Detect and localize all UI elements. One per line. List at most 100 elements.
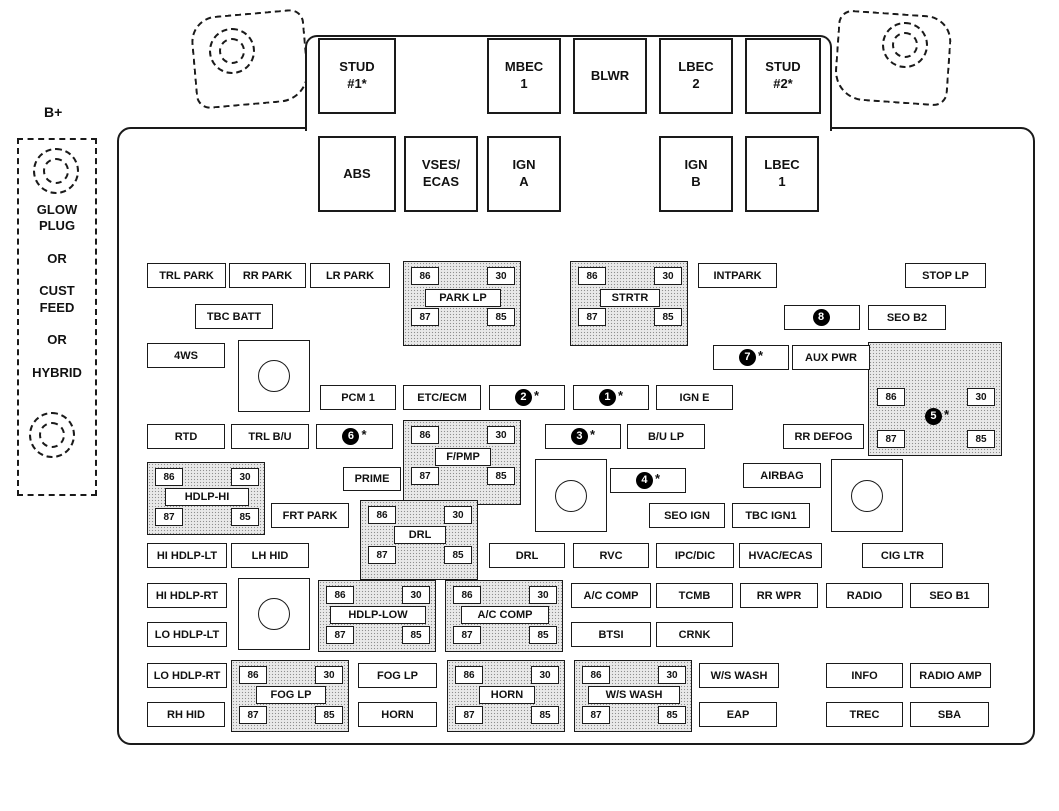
bplus-label: B+ xyxy=(44,104,63,120)
fuse-sba: SBA xyxy=(910,702,989,727)
fuse-8: 8 xyxy=(784,305,860,330)
bolt-circle-outer-right-icon xyxy=(882,22,928,68)
terminal-87: 87 xyxy=(326,626,354,644)
relay-label-horn: HORN xyxy=(479,686,535,704)
relay-park-lp: 86 30 PARK LP 87 85 xyxy=(403,261,521,346)
fuse-ac-comp: A/C COMP xyxy=(571,583,651,608)
terminal-30: 30 xyxy=(487,426,515,444)
fuse-2: 2 * xyxy=(489,385,565,410)
terminal-85: 85 xyxy=(315,706,343,724)
fuse-airbag: AIRBAG xyxy=(743,463,821,488)
terminal-87: 87 xyxy=(455,706,483,724)
fuse-6-number-badge: 6 xyxy=(342,428,360,445)
fuse-prime: PRIME xyxy=(343,467,401,491)
fuse-1-asterisk: * xyxy=(617,388,624,403)
terminal-30: 30 xyxy=(531,666,559,684)
bplus-stud-outer-top-icon xyxy=(33,148,79,194)
terminal-85: 85 xyxy=(444,546,472,564)
fuse-ws-wash: W/S WASH xyxy=(699,663,779,688)
fuse-3: 3 * xyxy=(545,424,621,449)
fuse-ipc-dic: IPC/DIC xyxy=(656,543,734,568)
bplus-stud-inner-top-icon xyxy=(43,158,69,184)
terminal-85: 85 xyxy=(531,706,559,724)
relay-5-number-badge: 5 xyxy=(924,407,942,425)
fuse-info: INFO xyxy=(826,663,903,688)
fuse-rr-wpr: RR WPR xyxy=(740,583,818,608)
relay-label-hdlp-hi: HDLP-HI xyxy=(165,488,249,506)
terminal-30: 30 xyxy=(487,267,515,285)
relay-socket-3 xyxy=(831,459,903,532)
relay-fog-lp: 86 30 FOG LP 87 85 xyxy=(231,660,349,732)
terminal-30: 30 xyxy=(231,468,259,486)
terminal-86: 86 xyxy=(411,267,439,285)
relay-label-ac-comp: A/C COMP xyxy=(461,606,549,624)
fuse-seo-b2: SEO B2 xyxy=(868,305,946,330)
fuse-aux-pwr: AUX PWR xyxy=(792,345,870,370)
maxi-fuse-mbec1: MBEC 1 xyxy=(487,38,561,114)
relay-5-badge: 5 * xyxy=(909,405,965,427)
fuse-1-number-badge: 1 xyxy=(598,389,616,406)
maxi-fuse-ign-a: IGN A xyxy=(487,136,561,212)
terminal-86: 86 xyxy=(578,267,606,285)
fuse-lo-hdlp-rt: LO HDLP-RT xyxy=(147,663,227,688)
bolt-circle-inner-right-icon xyxy=(892,32,918,58)
terminal-86: 86 xyxy=(582,666,610,684)
fuse-eap: EAP xyxy=(699,702,777,727)
terminal-86: 86 xyxy=(411,426,439,444)
fuse-rr-defog: RR DEFOG xyxy=(783,424,864,449)
feed-options-text: GLOW PLUG OR CUST FEED OR HYBRID xyxy=(32,202,82,380)
terminal-85: 85 xyxy=(487,467,515,485)
fuse-tbc-batt: TBC BATT xyxy=(195,304,273,329)
relay-fuel-pump: 86 30 F/PMP 87 85 xyxy=(403,420,521,505)
terminal-87: 87 xyxy=(239,706,267,724)
relay-label-ws-wash: W/S WASH xyxy=(588,686,680,704)
fuse-tbc-ign1: TBC IGN1 xyxy=(732,503,810,528)
terminal-87: 87 xyxy=(453,626,481,644)
relay-hdlp-low: 86 30 HDLP-LOW 87 85 xyxy=(318,580,436,652)
terminal-85: 85 xyxy=(967,430,995,448)
maxi-fuse-blwr: BLWR xyxy=(573,38,647,114)
maxi-fuse-ign-b: IGN B xyxy=(659,136,733,212)
terminal-85: 85 xyxy=(654,308,682,326)
maxi-fuse-abs: ABS xyxy=(318,136,396,212)
fuse-etc-ecm: ETC/ECM xyxy=(403,385,481,410)
fuse-rvc: RVC xyxy=(573,543,649,568)
fuse-trl-park: TRL PARK xyxy=(147,263,226,288)
fuse-7: 7 * xyxy=(713,345,789,370)
terminal-86: 86 xyxy=(326,586,354,604)
terminal-87: 87 xyxy=(578,308,606,326)
bolt-circle-inner-left-icon xyxy=(219,38,245,64)
fuse-trl-bu: TRL B/U xyxy=(231,424,309,449)
relay-socket-4 xyxy=(238,578,310,650)
fuse-cig-ltr: CIG LTR xyxy=(862,543,943,568)
fuse-trec: TREC xyxy=(826,702,903,727)
terminal-87: 87 xyxy=(411,467,439,485)
fuse-3-number-badge: 3 xyxy=(570,428,588,445)
terminal-85: 85 xyxy=(487,308,515,326)
socket-circle-icon xyxy=(258,360,290,392)
fuse-frt-park: FRT PARK xyxy=(271,503,349,528)
terminal-85: 85 xyxy=(402,626,430,644)
fuse-7-asterisk: * xyxy=(757,348,764,363)
terminal-86: 86 xyxy=(453,586,481,604)
relay-label-drl: DRL xyxy=(394,526,446,544)
terminal-87: 87 xyxy=(155,508,183,526)
terminal-30: 30 xyxy=(444,506,472,524)
fuse-drl: DRL xyxy=(489,543,565,568)
relay-hdlp-hi: 86 30 HDLP-HI 87 85 xyxy=(147,462,265,535)
bplus-stud-inner-bottom-icon xyxy=(39,422,65,448)
terminal-87: 87 xyxy=(411,308,439,326)
fuse-hvac-ecas: HVAC/ECAS xyxy=(739,543,822,568)
terminal-85: 85 xyxy=(658,706,686,724)
fuse-hi-hdlp-rt: HI HDLP-RT xyxy=(147,583,227,608)
relay-label-strtr: STRTR xyxy=(600,289,660,307)
fuse-fog-lp: FOG LP xyxy=(358,663,437,688)
terminal-30: 30 xyxy=(654,267,682,285)
socket-circle-icon xyxy=(555,479,587,512)
maxi-fuse-vses-ecas: VSES/ ECAS xyxy=(404,136,478,212)
fuse-stop-lp: STOP LP xyxy=(905,263,986,288)
fuse-1: 1 * xyxy=(573,385,649,410)
fuse-3-asterisk: * xyxy=(589,427,596,442)
fuse-pcm1: PCM 1 xyxy=(320,385,396,410)
relay-label-f-pmp: F/PMP xyxy=(435,448,491,466)
